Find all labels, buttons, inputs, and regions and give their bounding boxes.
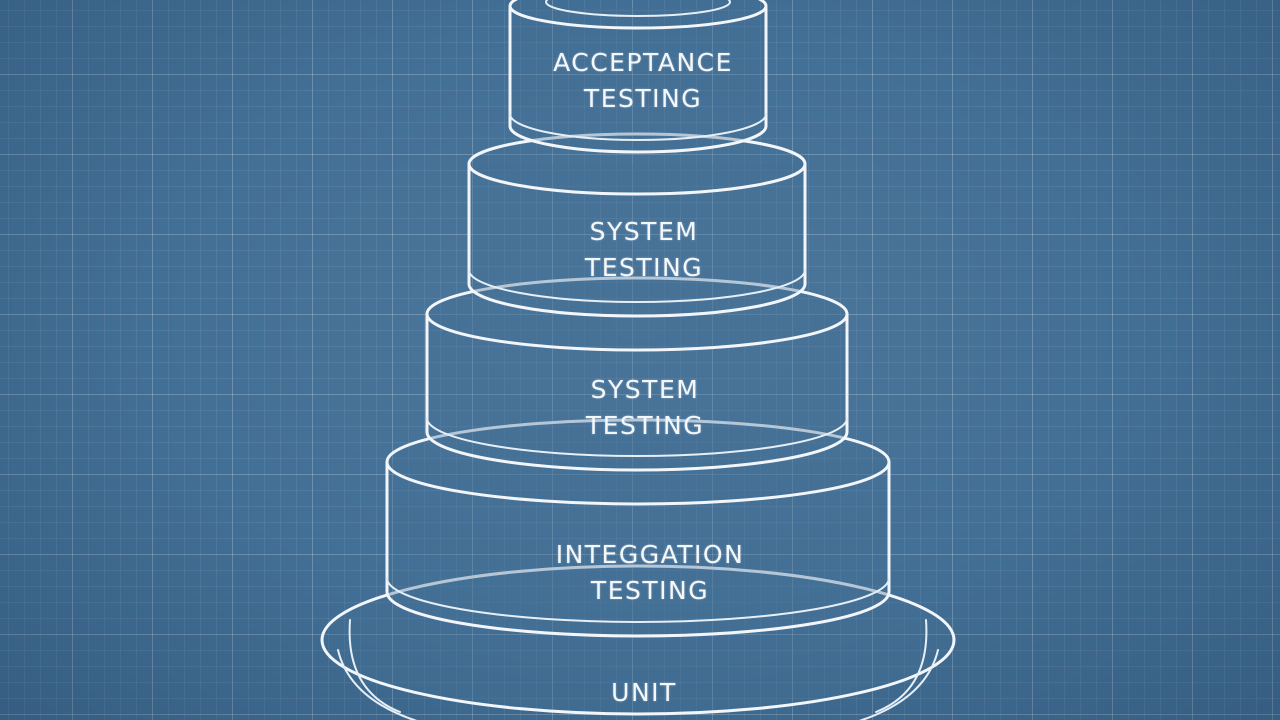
tier-4-label-line1: INTEGGATION	[555, 540, 745, 569]
tier-4-label: INTEGGATION TESTING	[500, 537, 800, 609]
tier-5-label-line1: UNIT	[611, 678, 677, 707]
tier-1-body	[508, 0, 768, 154]
tier-2-body	[467, 132, 807, 318]
tier-1-label: ACCEPTANCE TESTING	[493, 45, 793, 117]
tier-2-label-line2: TESTING	[584, 253, 704, 282]
tier-5-label: UNIT	[494, 675, 794, 711]
tier-3-label: SYSTEM TESTING	[495, 372, 795, 444]
tier-1-label-line1: ACCEPTANCE	[553, 48, 733, 77]
tier-3-label-line2: TESTING	[585, 411, 705, 440]
cake-stand	[320, 564, 956, 720]
tier-1-label-line2: TESTING	[583, 84, 703, 113]
tier-3-label-line1: SYSTEM	[590, 375, 700, 404]
tier-4-label-line2: TESTING	[590, 576, 710, 605]
tier-4-body	[385, 418, 891, 638]
tier-2-label: SYSTEM TESTING	[494, 214, 794, 286]
tier-2-label-line1: SYSTEM	[589, 217, 699, 246]
